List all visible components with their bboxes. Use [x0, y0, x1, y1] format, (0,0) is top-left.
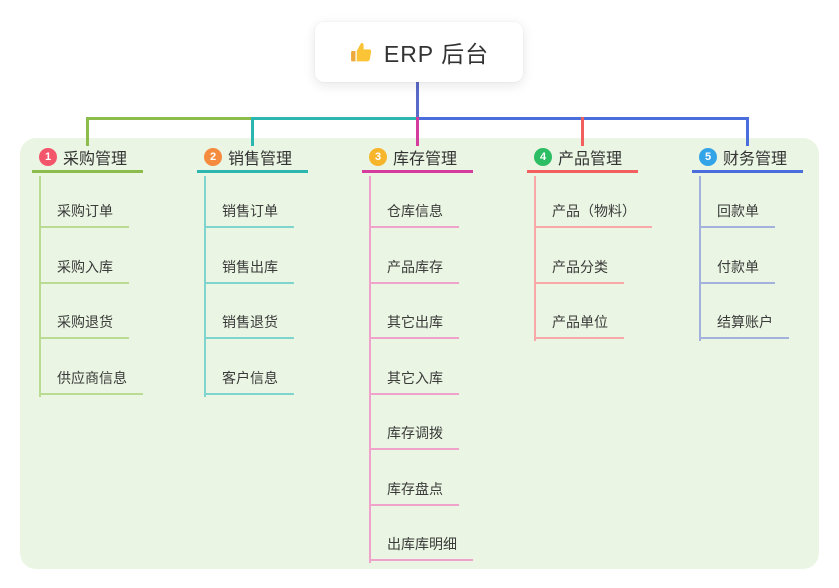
branch-node-label: 财务管理 [723, 151, 788, 168]
root-node[interactable]: ERP 后台 [315, 22, 523, 82]
subtopic-label: 供应商信息 [39, 368, 143, 395]
subtopic-node[interactable]: 产品库存 [369, 228, 459, 284]
branch-node-label: 产品管理 [558, 151, 623, 168]
thumbs-up-icon [349, 40, 374, 65]
branch-drop-line [746, 117, 749, 146]
subtopic-label: 客户信息 [204, 368, 294, 395]
subtopic-node[interactable]: 库存盘点 [369, 450, 459, 506]
branch-drop-line [251, 117, 254, 146]
subtopic-node[interactable]: 其它入库 [369, 339, 459, 395]
subtopic-node[interactable]: 销售退货 [204, 284, 294, 339]
subtopic-node[interactable]: 销售出库 [204, 228, 294, 284]
subtopic-rail-line [204, 176, 206, 397]
branch-number-badge: 4 [534, 148, 552, 166]
branch-number-badge: 1 [39, 148, 57, 166]
subtopic-label: 仓库信息 [369, 201, 459, 228]
subtopic-label: 采购订单 [39, 201, 129, 228]
subtopic-node[interactable]: 库存调拨 [369, 395, 459, 450]
subtopic-node[interactable]: 销售订单 [204, 173, 294, 228]
subtopic-label: 采购退货 [39, 312, 129, 339]
subtopic-label: 产品单位 [534, 312, 624, 339]
subtopic-node[interactable]: 出库库明细 [369, 506, 473, 561]
branch-node-1[interactable]: 1 采购管理 [32, 144, 143, 173]
subtopic-rail-line [699, 176, 701, 341]
subtopic-list: 产品（物料） 产品分类产品单位 [534, 173, 652, 339]
subtopic-label: 其它出库 [369, 312, 459, 339]
subtopic-node[interactable]: 产品单位 [534, 284, 624, 339]
subtopic-node[interactable]: 其它出库 [369, 284, 459, 339]
subtopic-list: 回款单付款单结算账户 [699, 173, 789, 339]
subtopic-label: 出库库明细 [369, 534, 473, 561]
branch-node-5[interactable]: 5 财务管理 [692, 144, 803, 173]
branch-node-4[interactable]: 4 产品管理 [527, 144, 638, 173]
subtopic-node[interactable]: 付款单 [699, 228, 775, 284]
subtopic-node[interactable]: 产品分类 [534, 228, 624, 284]
branch-node-label: 库存管理 [393, 151, 458, 168]
subtopic-label: 销售出库 [204, 257, 294, 284]
subtopic-label: 其它入库 [369, 368, 459, 395]
subtopic-label: 产品分类 [534, 257, 624, 284]
branch-drop-line [581, 117, 584, 146]
subtopic-node[interactable]: 采购退货 [39, 284, 129, 339]
subtopic-label: 库存调拨 [369, 423, 459, 450]
subtopic-rail-line [39, 176, 41, 397]
bus-line-sales [251, 117, 418, 120]
subtopic-node[interactable]: 采购入库 [39, 228, 129, 284]
branch-drop-line [86, 117, 89, 146]
branch-number-badge: 3 [369, 148, 387, 166]
subtopic-rail-line [369, 176, 371, 563]
branch-node-2[interactable]: 2 销售管理 [197, 144, 308, 173]
subtopic-label: 销售订单 [204, 201, 294, 228]
subtopic-node[interactable]: 回款单 [699, 173, 775, 228]
subtopic-label: 销售退货 [204, 312, 294, 339]
subtopic-node[interactable]: 采购订单 [39, 173, 129, 228]
subtopic-label: 产品库存 [369, 257, 459, 284]
bus-line-purchase [86, 117, 253, 120]
branch-node-label: 采购管理 [63, 151, 128, 168]
subtopic-node[interactable]: 结算账户 [699, 284, 789, 339]
subtopic-list: 采购订单采购入库采购退货供应商信息 [39, 173, 143, 395]
subtopic-label: 回款单 [699, 201, 775, 228]
subtopic-rail-line [534, 176, 536, 341]
branch-drop-line [416, 117, 419, 146]
subtopic-node[interactable]: 供应商信息 [39, 339, 143, 395]
branch-number-badge: 5 [699, 148, 717, 166]
subtopic-label: 结算账户 [699, 312, 789, 339]
subtopic-label: 产品（物料） [534, 201, 652, 228]
subtopic-label: 付款单 [699, 257, 775, 284]
root-connector-line [416, 82, 419, 118]
subtopic-node[interactable]: 产品（物料） [534, 173, 652, 228]
subtopic-node[interactable]: 仓库信息 [369, 173, 459, 228]
subtopic-label: 采购入库 [39, 257, 129, 284]
branch-node-3[interactable]: 3 库存管理 [362, 144, 473, 173]
branch-panel [20, 138, 819, 569]
subtopic-label: 库存盘点 [369, 479, 459, 506]
branch-number-badge: 2 [204, 148, 222, 166]
subtopic-list: 销售订单销售出库销售退货客户信息 [204, 173, 294, 395]
subtopic-node[interactable]: 客户信息 [204, 339, 294, 395]
root-node-label: ERP 后台 [383, 41, 490, 67]
subtopic-list: 仓库信息产品库存其它出库其它入库库存调拨库存盘点出库库明细 [369, 173, 473, 561]
branch-node-label: 销售管理 [228, 151, 293, 168]
